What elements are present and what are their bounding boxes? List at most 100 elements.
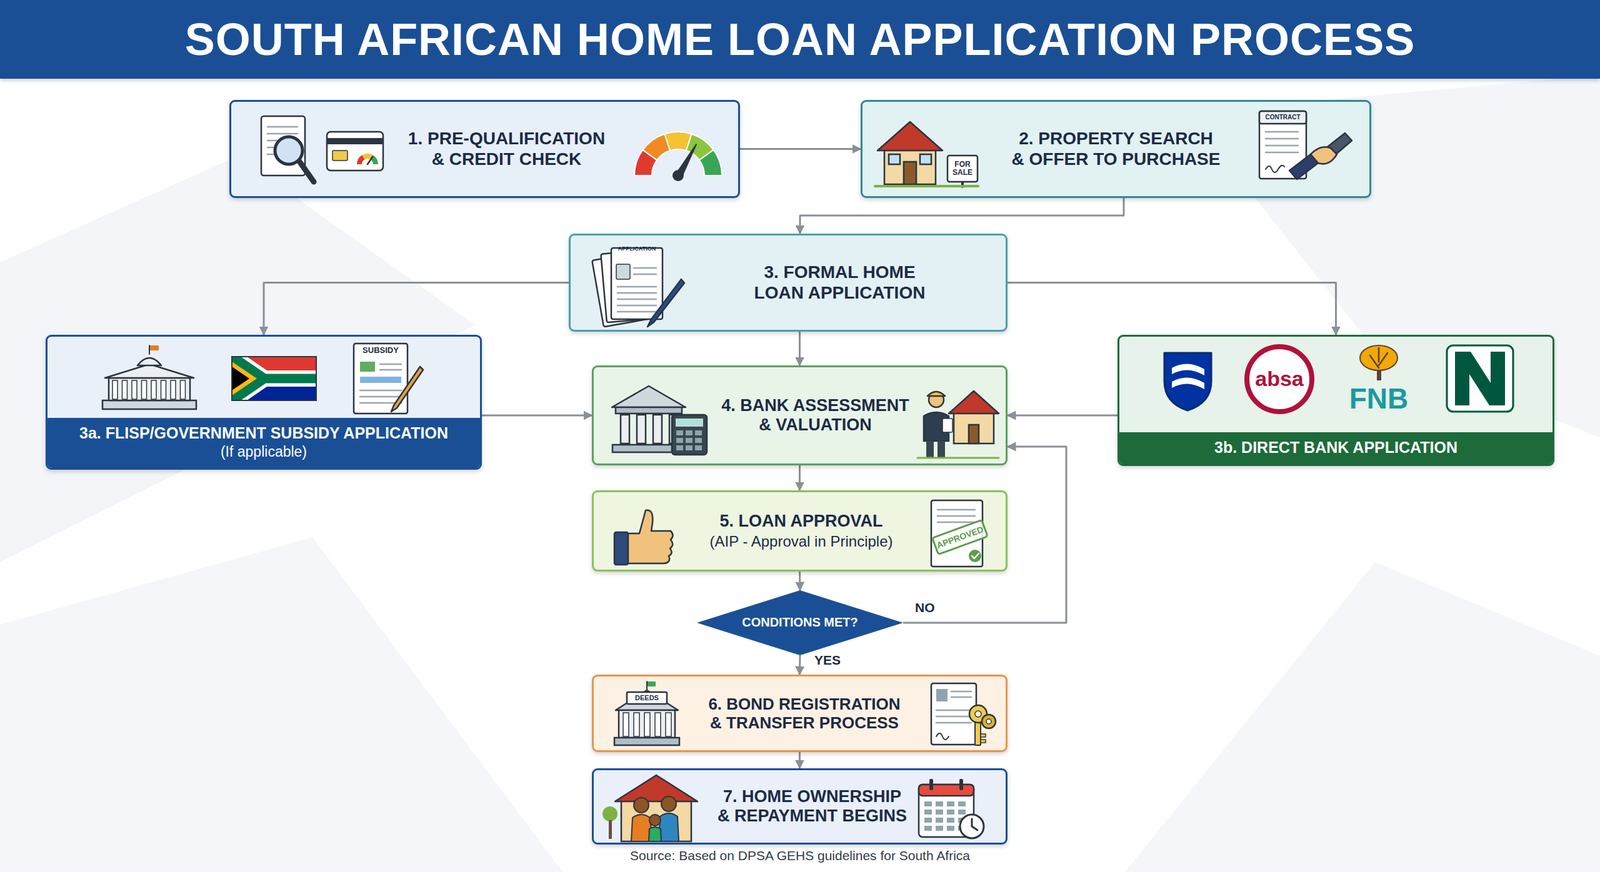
- rect-shape: [958, 826, 966, 832]
- path-shape: [664, 131, 692, 151]
- path-shape: [1171, 377, 1205, 390]
- rect-shape: [612, 445, 687, 453]
- rect-shape: [231, 378, 317, 401]
- node-content: 3. FORMAL HOME LOAN APPLICATION: [570, 256, 1006, 310]
- rect-shape: [353, 343, 408, 414]
- path-shape: [1289, 154, 1319, 180]
- circle-shape: [602, 806, 618, 822]
- rect-shape: [932, 520, 989, 555]
- line-shape: [148, 345, 150, 355]
- connector-arrow: [798, 331, 801, 366]
- line-shape: [951, 696, 972, 699]
- icon: [917, 375, 999, 460]
- rect-shape: [626, 692, 667, 705]
- line-shape: [380, 369, 402, 372]
- rect-shape: [942, 418, 953, 433]
- circle-shape: [969, 705, 987, 724]
- node-content: 7. HOME OWNERSHIP & REPAYMENT BEGINS: [593, 781, 1006, 834]
- diamond-shape: [696, 590, 904, 656]
- rect-shape: [675, 418, 704, 427]
- line-shape: [936, 722, 972, 725]
- line-shape: [617, 298, 657, 301]
- line-shape: [937, 521, 975, 524]
- rect-shape: [151, 380, 157, 400]
- process-box: 6. BOND REGISTRATION & TRANSFER PROCESSD…: [591, 675, 1008, 753]
- rect-shape: [150, 345, 159, 351]
- rect-shape: [937, 441, 945, 459]
- line-shape: [267, 153, 298, 156]
- line-shape: [936, 716, 972, 719]
- rect-shape: [608, 820, 612, 840]
- decision-diamond: CONDITIONS MET?: [696, 590, 904, 656]
- process-box: 3. FORMAL HOME LOAN APPLICATIONAPPLICATI…: [568, 233, 1008, 332]
- rect-shape: [975, 720, 981, 746]
- path-shape: [648, 827, 662, 842]
- rect-shape: [636, 415, 646, 444]
- rect-shape: [141, 380, 147, 400]
- rect-shape: [591, 251, 655, 328]
- rect-shape: [671, 415, 707, 455]
- circle-shape: [981, 715, 996, 729]
- rect-shape: [926, 441, 934, 459]
- rect-shape: [633, 713, 640, 737]
- rect-shape: [231, 356, 317, 401]
- line-shape: [360, 402, 402, 405]
- path-shape: [362, 153, 374, 160]
- path-shape: [631, 815, 653, 842]
- icon: [915, 775, 988, 842]
- node-title: 7. HOME OWNERSHIP & REPAYMENT BEGINS: [712, 787, 912, 827]
- path-shape: [927, 391, 945, 397]
- circle-shape: [986, 719, 992, 725]
- rect-shape: [600, 250, 658, 324]
- rect-shape: [616, 264, 630, 280]
- rect-shape: [122, 380, 128, 400]
- rect-shape: [653, 415, 662, 444]
- line-shape: [875, 185, 979, 188]
- path-shape: [1455, 351, 1505, 406]
- line-shape: [1265, 151, 1299, 154]
- path-shape: [1310, 146, 1337, 164]
- path-shape: [231, 361, 257, 396]
- path-shape: [615, 775, 698, 802]
- line-shape: [367, 156, 373, 165]
- circle-shape: [968, 550, 982, 563]
- rect-shape: [180, 380, 186, 400]
- rect-shape: [920, 154, 932, 165]
- icon: [256, 113, 319, 189]
- path-shape: [971, 553, 979, 559]
- icon: [323, 120, 387, 177]
- rect-shape: [261, 116, 305, 176]
- rect-shape: [1376, 363, 1382, 381]
- connector-arrow: [1007, 283, 1337, 336]
- rect-shape: [947, 155, 978, 182]
- rect-shape: [980, 740, 986, 744]
- icon-label: FOR SALE: [947, 155, 978, 182]
- line-shape: [298, 160, 314, 182]
- rect-shape: [360, 361, 375, 372]
- path-shape: [137, 358, 162, 366]
- connector-arrow: [800, 198, 1124, 234]
- rect-shape: [935, 818, 944, 824]
- path-shape: [1265, 165, 1285, 173]
- path-shape: [936, 733, 949, 740]
- path-shape: [647, 279, 685, 327]
- node-subtitle: (AIP - Approval in Principle): [709, 533, 893, 551]
- node-content: CONDITIONS MET?: [734, 615, 866, 630]
- node-title: 3a. FLISP/GOVERNMENT SUBSIDY APPLICATION: [79, 424, 449, 443]
- path-shape: [686, 133, 714, 160]
- rect-shape: [958, 810, 966, 815]
- caption: Source: Based on DPSA GEHS guidelines fo…: [0, 848, 1600, 864]
- process-box: 4. BANK ASSESSMENT & VALUATION: [591, 365, 1008, 466]
- rect-shape: [621, 798, 692, 842]
- line-shape: [617, 305, 657, 307]
- path-shape: [356, 155, 365, 165]
- path-shape: [231, 366, 250, 391]
- node-title: CONDITIONS MET?: [741, 615, 859, 630]
- rect-shape: [695, 438, 702, 444]
- icon: [631, 120, 725, 184]
- rect-shape: [931, 683, 977, 745]
- bg-shape: [1125, 562, 1600, 872]
- icon: [925, 680, 997, 750]
- rect-shape: [665, 713, 672, 737]
- path-shape: [615, 690, 679, 711]
